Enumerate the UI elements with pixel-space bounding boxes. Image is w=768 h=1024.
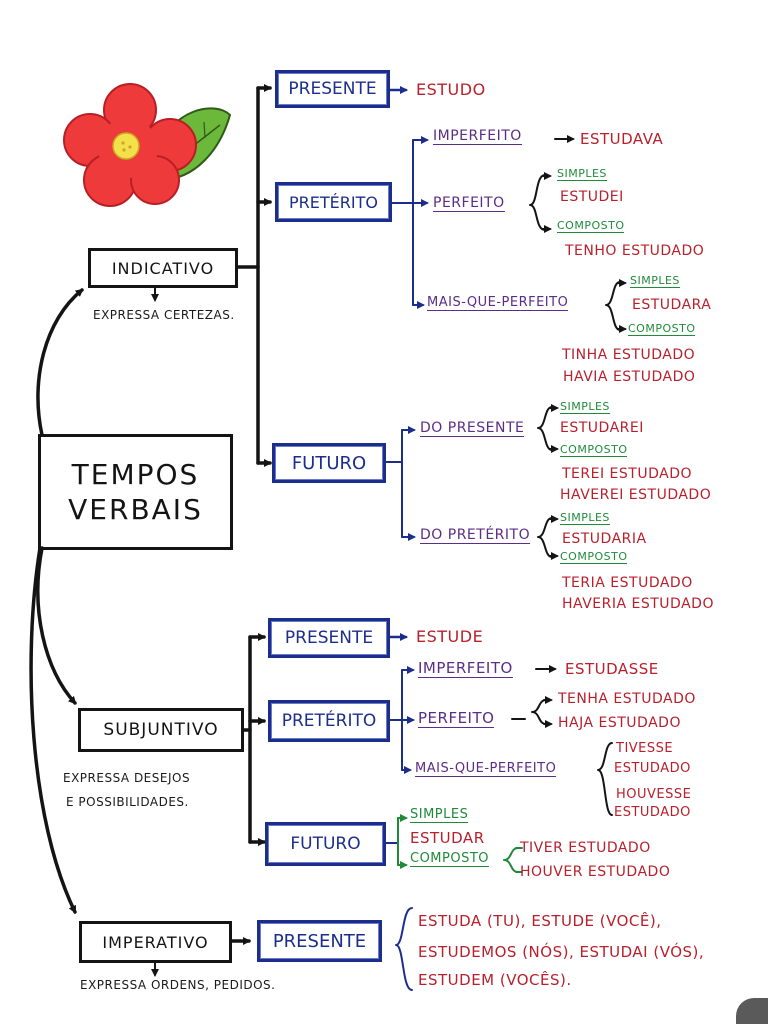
sub-imperfeito-label: IMPERFEITO: [418, 659, 513, 678]
ind-do-preterito-label: DO PRETÉRITO: [420, 527, 531, 544]
sub-imperfeito-example: ESTUDASSE: [565, 660, 659, 678]
sub-mqp-example-1-line-1: TIVESSE: [616, 741, 674, 756]
imperativo-line-3: ESTUDEM (VOCÊS).: [418, 971, 572, 989]
ind-perfeito-composto-example: TENHO ESTUDADO: [565, 243, 705, 259]
indicativo-label: INDICATIVO: [111, 258, 215, 278]
imperativo-note: EXPRESSA ORDENS, PEDIDOS.: [80, 978, 276, 992]
imperativo-box: IMPERATIVO: [79, 921, 232, 963]
sub-mqp-example-2-line-1: HOUVESSE: [616, 787, 692, 802]
title-line-2: VERBAIS: [68, 493, 203, 526]
indicativo-preterito-label: PRETÉRITO: [289, 192, 378, 212]
subjuntivo-futuro-box: FUTURO: [265, 822, 386, 866]
ind-do-presente-simples: SIMPLES: [560, 400, 610, 414]
imperativo-line-2: ESTUDEMOS (NÓS), ESTUDAI (VÓS),: [418, 943, 705, 961]
sub-perfeito-example-2: HAJA ESTUDADO: [558, 715, 681, 731]
subjuntivo-preterito-label: PRETÉRITO: [281, 711, 377, 731]
subjuntivo-label: SUBJUNTIVO: [103, 720, 219, 740]
subjuntivo-presente-label: PRESENTE: [284, 628, 374, 648]
indicativo-box: INDICATIVO: [88, 248, 238, 288]
corner-cursor-icon: [736, 998, 768, 1024]
sub-mqp-example-2-line-2: ESTUDADO: [614, 805, 691, 820]
ind-do-presente-composto-example-1: TEREI ESTUDADO: [562, 466, 692, 482]
flower-icon: [63, 83, 232, 207]
ind-mqp-simples: SIMPLES: [630, 274, 680, 288]
ind-mqp-composto: COMPOSTO: [628, 322, 696, 336]
sub-perfeito-label: PERFEITO: [418, 709, 495, 728]
imperativo-presente-label: PRESENTE: [272, 930, 367, 952]
tempos-verbais-box: TEMPOS VERBAIS: [38, 434, 233, 550]
ind-imperfeito-label: IMPERFEITO: [433, 128, 522, 145]
subjuntivo-presente-example: ESTUDE: [416, 627, 484, 646]
subjuntivo-note-line-1: EXPRESSA DESEJOS: [63, 771, 191, 785]
ind-mais-que-perfeito-label: MAIS-QUE-PERFEITO: [427, 295, 569, 311]
ind-perfeito-label: PERFEITO: [433, 195, 505, 212]
ind-do-preterito-composto-example-1: TERIA ESTUDADO: [562, 575, 693, 591]
ind-do-presente-composto: COMPOSTO: [560, 443, 628, 457]
indicativo-presente-example: ESTUDO: [416, 80, 486, 99]
indicativo-presente-label: PRESENTE: [288, 79, 377, 99]
sub-mqp-example-1-line-2: ESTUDADO: [614, 761, 691, 776]
ind-do-preterito-simples: SIMPLES: [560, 511, 610, 525]
ind-mqp-composto-example-2: HAVIA ESTUDADO: [563, 369, 696, 385]
sub-mais-que-perfeito-label: MAIS-QUE-PERFEITO: [415, 761, 557, 777]
ind-do-preterito-composto-example-2: HAVERIA ESTUDADO: [562, 596, 714, 612]
indicativo-futuro-box: FUTURO: [272, 443, 386, 483]
indicativo-futuro-label: FUTURO: [291, 452, 367, 474]
subjuntivo-note-line-2: E POSSIBILIDADES.: [66, 795, 189, 809]
sub-futuro-composto-example-1: TIVER ESTUDADO: [520, 840, 651, 856]
ind-do-preterito-composto: COMPOSTO: [560, 550, 628, 564]
ind-do-presente-simples-example: ESTUDAREI: [560, 420, 644, 436]
sub-perfeito-example-1: TENHA ESTUDADO: [558, 691, 696, 707]
sub-futuro-composto: COMPOSTO: [410, 851, 490, 867]
ind-perfeito-simples-example: ESTUDEI: [560, 189, 624, 205]
subjuntivo-preterito-box: PRETÉRITO: [268, 700, 390, 742]
ind-perfeito-simples: SIMPLES: [557, 167, 607, 181]
sub-futuro-simples-example: ESTUDAR: [410, 829, 485, 847]
ind-perfeito-composto: COMPOSTO: [557, 219, 625, 233]
indicativo-note: EXPRESSA CERTEZAS.: [93, 308, 235, 322]
sub-futuro-simples: SIMPLES: [410, 807, 469, 823]
subjuntivo-box: SUBJUNTIVO: [78, 708, 244, 752]
indicativo-presente-box: PRESENTE: [275, 70, 390, 108]
ind-do-presente-composto-example-2: HAVEREI ESTUDADO: [560, 487, 712, 503]
imperativo-label: IMPERATIVO: [102, 932, 209, 952]
ind-do-preterito-simples-example: ESTUDARIA: [562, 531, 647, 547]
indicativo-preterito-box: PRETÉRITO: [275, 182, 392, 222]
imperativo-line-1: ESTUDA (TU), ESTUDE (VOCÊ),: [418, 912, 662, 930]
imperativo-presente-box: PRESENTE: [257, 920, 382, 962]
ind-mqp-simples-example: ESTUDARA: [632, 297, 712, 313]
sub-futuro-composto-example-2: HOUVER ESTUDADO: [520, 864, 671, 880]
ind-imperfeito-example: ESTUDAVA: [580, 130, 664, 148]
ind-mqp-composto-example-1: TINHA ESTUDADO: [562, 347, 696, 363]
subjuntivo-presente-box: PRESENTE: [268, 618, 390, 658]
subjuntivo-futuro-label: FUTURO: [290, 834, 361, 854]
ind-do-presente-label: DO PRESENTE: [420, 420, 525, 437]
title-line-1: TEMPOS: [71, 458, 200, 491]
